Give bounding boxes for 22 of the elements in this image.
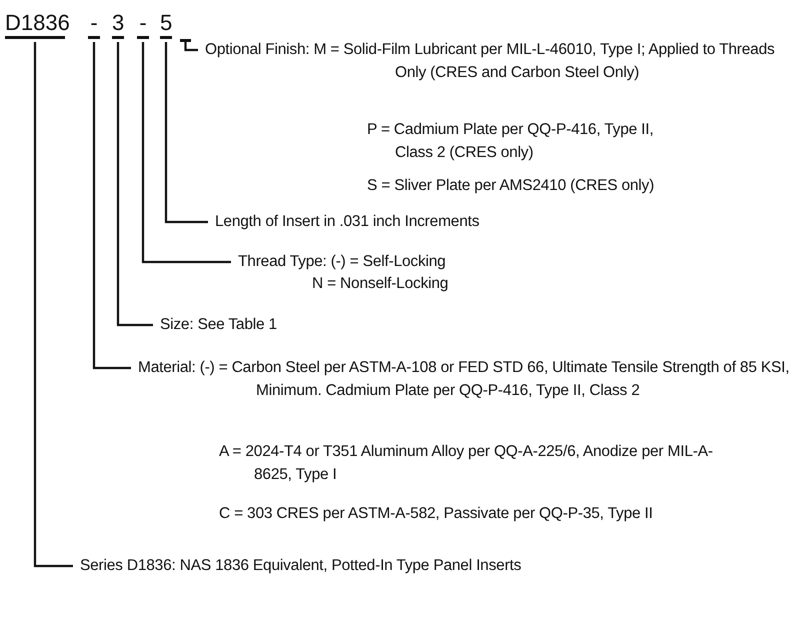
option-text: S = Sliver Plate per AMS2410 (CRES only)	[367, 176, 656, 196]
leader-line	[184, 42, 198, 52]
description-text: Thread Type: (-) = Self-Locking	[238, 252, 447, 272]
leader-line	[116, 42, 153, 326]
part-number-segment: -	[137, 10, 149, 39]
leader-line	[164, 42, 208, 224]
option-text: N = Nonself-Locking	[312, 274, 450, 294]
part-number-segment: 3	[112, 10, 124, 39]
option-text: A = 2024-T4 or T351 Aluminum Alloy per QQ-A-225/6, Anodize per MIL-A-8625, Type I	[219, 442, 714, 485]
part-number-segment: -	[88, 10, 100, 39]
option-text: P = Cadmium Plate per QQ-P-416, Type II, Class 2 (CRES only)	[367, 120, 654, 163]
leader-line	[92, 42, 131, 370]
underline-bar	[180, 39, 191, 42]
description-text: Series D1836: NAS 1836 Equivalent, Potted-In Type Panel Inserts	[80, 556, 522, 576]
leader-line	[34, 42, 73, 568]
description-text: Optional Finish: M = Solid-Film Lubricant per MIL-L-46010, Type I; Applied to Threads Only (CRES and Carbon Steel Only)	[205, 40, 776, 83]
description-text: Size: See Table 1	[160, 315, 278, 335]
leader-line	[142, 42, 231, 264]
description-text: Length of Insert in .031 inch Increments	[215, 212, 480, 232]
part-number-segment: 5	[160, 10, 172, 39]
description-text: Material: (-) = Carbon Steel per ASTM-A-108 or FED STD 66, Ultimate Tensile Strength of 85 KSI, Minimum. Cadmium Plate per QQ-P-416, Type II, Class 2	[138, 358, 790, 401]
option-text: C = 303 CRES per ASTM-A-582, Passivate per QQ-P-35, Type II	[219, 504, 654, 524]
